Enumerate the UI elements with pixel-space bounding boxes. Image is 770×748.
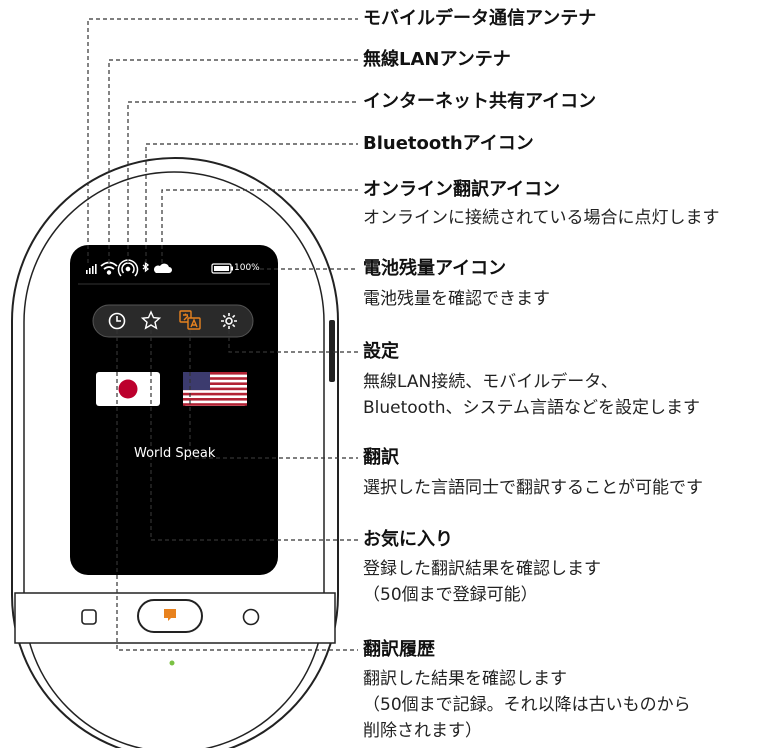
wifi-icon bbox=[100, 261, 118, 275]
desc-settings-line2: Bluetooth、システム言語などを設定します bbox=[363, 398, 701, 418]
star-icon[interactable] bbox=[140, 310, 162, 330]
label-history: 翻訳履歴 bbox=[363, 639, 435, 660]
side-button[interactable] bbox=[329, 320, 335, 382]
bluetooth-icon bbox=[142, 261, 150, 273]
label-translate: 翻訳 bbox=[363, 447, 399, 468]
label-favorites: お気に入り bbox=[363, 529, 453, 550]
toolbar bbox=[92, 304, 254, 338]
battery-percent: 100% bbox=[234, 263, 260, 273]
leader-lines bbox=[87, 18, 358, 651]
desc-translate: 選択した言語同士で翻訳することが可能です bbox=[363, 478, 703, 498]
label-online-translation-icon: オンライン翻訳アイコン bbox=[363, 179, 561, 200]
battery-icon bbox=[211, 263, 233, 274]
label-settings: 設定 bbox=[363, 341, 399, 362]
brand-label: World Speak bbox=[134, 446, 216, 461]
label-wifi-antenna: 無線LANアンテナ bbox=[363, 49, 511, 70]
gear-icon[interactable] bbox=[221, 313, 237, 329]
desc-settings-line1: 無線LAN接続、モバイルデータ、 bbox=[363, 372, 618, 392]
cloud-icon bbox=[153, 263, 172, 273]
square-button[interactable] bbox=[81, 609, 97, 625]
desc-history-line3: 削除されます） bbox=[363, 721, 482, 741]
label-battery-icon: 電池残量アイコン bbox=[363, 258, 507, 279]
desc-favorites-line1: 登録した翻訳結果を確認します bbox=[363, 559, 601, 579]
desc-battery-icon: 電池残量を確認できます bbox=[363, 289, 550, 309]
chat-icon bbox=[164, 609, 176, 621]
screen bbox=[70, 245, 278, 575]
label-bluetooth-icon: Bluetoothアイコン bbox=[363, 133, 534, 154]
desc-favorites-line2: （50個まで登録可能） bbox=[363, 585, 538, 605]
history-icon[interactable] bbox=[108, 312, 126, 330]
desc-history-line2: （50個まで記録。それ以降は古いものから bbox=[363, 695, 691, 715]
desc-online-translation-icon: オンラインに接続されている場合に点灯します bbox=[363, 208, 720, 228]
label-mobile-data-antenna: モバイルデータ通信アンテナ bbox=[363, 8, 597, 29]
label-hotspot-icon: インターネット共有アイコン bbox=[363, 91, 597, 112]
us-flag[interactable] bbox=[183, 372, 247, 406]
desc-history-line1: 翻訳した結果を確認します bbox=[363, 669, 567, 689]
circle-button[interactable] bbox=[242, 608, 260, 626]
japan-flag[interactable] bbox=[96, 372, 160, 406]
signal-icon bbox=[86, 264, 97, 274]
translate-icon[interactable] bbox=[179, 310, 201, 330]
status-led bbox=[169, 660, 175, 666]
